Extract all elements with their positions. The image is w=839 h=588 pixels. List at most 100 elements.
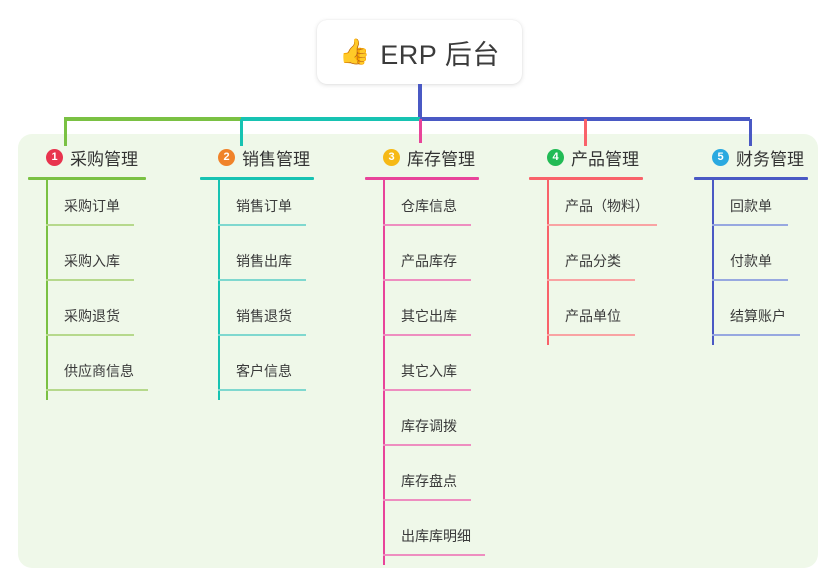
- branch-number-badge-sales: 2: [218, 148, 235, 166]
- leaf-label: 产品单位: [565, 308, 621, 324]
- leaf-node[interactable]: 付款单: [694, 235, 808, 290]
- leaf-label: 出库库明细: [401, 528, 471, 544]
- leaf-underline: [547, 279, 635, 281]
- leaf-underline: [46, 389, 148, 391]
- leaf-label: 供应商信息: [64, 363, 134, 379]
- drop-sales: [240, 119, 243, 146]
- branch-number-badge-product: 4: [547, 148, 564, 166]
- leaf-node[interactable]: 产品分类: [529, 235, 643, 290]
- leaf-underline: [383, 389, 471, 391]
- branch-items-inventory: 仓库信息产品库存其它出库其它入库库存调拨库存盘点出库库明细: [365, 180, 485, 565]
- drop-purchasing: [64, 119, 67, 146]
- branch-number-badge-purchasing: 1: [46, 148, 63, 166]
- branch-column-purchasing: 1 采购管理采购订单采购入库采购退货供应商信息: [28, 144, 148, 400]
- branch-title-finance: 财务管理: [736, 149, 804, 169]
- root-node-title: ERP 后台: [380, 39, 500, 70]
- branch-spine-inventory: [383, 180, 385, 565]
- leaf-underline: [383, 224, 471, 226]
- leaf-label: 产品（物料）: [565, 198, 649, 214]
- leaf-underline: [383, 334, 471, 336]
- branch-column-finance: 5 财务管理回款单付款单结算账户: [694, 144, 808, 345]
- branch-title-product: 产品管理: [571, 149, 639, 169]
- leaf-node[interactable]: 库存盘点: [365, 455, 479, 510]
- leaf-label: 付款单: [730, 253, 772, 269]
- leaf-label: 结算账户: [730, 308, 786, 324]
- leaf-underline: [383, 554, 485, 556]
- leaf-underline: [712, 334, 800, 336]
- leaf-underline: [547, 334, 635, 336]
- leaf-underline: [46, 279, 134, 281]
- leaf-label: 其它出库: [401, 308, 457, 324]
- branch-title-purchasing: 采购管理: [70, 149, 138, 169]
- branch-items-finance: 回款单付款单结算账户: [694, 180, 808, 345]
- leaf-underline: [46, 334, 134, 336]
- root-stem-connector: [418, 84, 422, 120]
- branch-title-sales: 销售管理: [242, 149, 310, 169]
- branch-items-purchasing: 采购订单采购入库采购退货供应商信息: [28, 180, 148, 400]
- diagram-background-panel: [18, 134, 818, 568]
- leaf-node[interactable]: 回款单: [694, 180, 808, 235]
- branch-header-rule-purchasing: [28, 177, 146, 180]
- root-node-erp-backend[interactable]: 👍 ERP 后台: [317, 20, 522, 84]
- leaf-node[interactable]: 产品（物料）: [529, 180, 657, 235]
- branch-column-sales: 2 销售管理销售订单销售出库销售退货客户信息: [200, 144, 314, 400]
- leaf-label: 销售出库: [236, 253, 292, 269]
- branch-header-rule-inventory: [365, 177, 479, 180]
- branch-items-sales: 销售订单销售出库销售退货客户信息: [200, 180, 314, 400]
- leaf-node[interactable]: 客户信息: [200, 345, 314, 400]
- leaf-node[interactable]: 结算账户: [694, 290, 808, 345]
- leaf-node[interactable]: 出库库明细: [365, 510, 485, 565]
- leaf-label: 回款单: [730, 198, 772, 214]
- leaf-underline: [46, 224, 134, 226]
- leaf-label: 其它入库: [401, 363, 457, 379]
- leaf-node[interactable]: 仓库信息: [365, 180, 479, 235]
- leaf-label: 库存盘点: [401, 473, 457, 489]
- leaf-node[interactable]: 采购订单: [28, 180, 146, 235]
- leaf-underline: [383, 444, 471, 446]
- branch-column-product: 4 产品管理产品（物料） 产品分类产品单位: [529, 144, 657, 345]
- leaf-node[interactable]: 产品库存: [365, 235, 479, 290]
- leaf-node[interactable]: 采购入库: [28, 235, 146, 290]
- leaf-node[interactable]: 采购退货: [28, 290, 146, 345]
- branch-header-rule-product: [529, 177, 643, 180]
- leaf-node[interactable]: 销售退货: [200, 290, 314, 345]
- leaf-label: 采购入库: [64, 253, 120, 269]
- leaf-underline: [712, 224, 788, 226]
- leaf-label: 库存调拨: [401, 418, 457, 434]
- leaf-node[interactable]: 销售出库: [200, 235, 314, 290]
- leaf-underline: [383, 499, 471, 501]
- drop-finance: [749, 119, 752, 146]
- bar-segment-green: [64, 117, 241, 121]
- leaf-underline: [547, 224, 657, 226]
- leaf-node[interactable]: 其它入库: [365, 345, 479, 400]
- branch-spine-sales: [218, 180, 220, 400]
- leaf-underline: [218, 334, 306, 336]
- leaf-underline: [218, 389, 306, 391]
- leaf-label: 客户信息: [236, 363, 292, 379]
- bar-segment-teal: [241, 117, 420, 121]
- leaf-node[interactable]: 供应商信息: [28, 345, 148, 400]
- branch-spine-finance: [712, 180, 714, 345]
- drop-product: [584, 119, 587, 146]
- branch-spine-purchasing: [46, 180, 48, 400]
- thumbs-up-icon: 👍: [339, 37, 371, 66]
- branch-header-product[interactable]: 4 产品管理: [529, 144, 643, 170]
- branch-header-purchasing[interactable]: 1 采购管理: [28, 144, 146, 170]
- branch-header-finance[interactable]: 5 财务管理: [694, 144, 808, 170]
- leaf-underline: [712, 279, 788, 281]
- leaf-node[interactable]: 产品单位: [529, 290, 643, 345]
- branch-number-badge-finance: 5: [712, 148, 729, 166]
- leaf-label: 销售订单: [236, 198, 292, 214]
- branch-header-sales[interactable]: 2 销售管理: [200, 144, 314, 170]
- branch-header-rule-finance: [694, 177, 808, 180]
- leaf-node[interactable]: 其它出库: [365, 290, 479, 345]
- leaf-node[interactable]: 库存调拨: [365, 400, 479, 455]
- leaf-underline: [218, 279, 306, 281]
- leaf-label: 采购订单: [64, 198, 120, 214]
- leaf-node[interactable]: 销售订单: [200, 180, 314, 235]
- leaf-label: 产品库存: [401, 253, 457, 269]
- leaf-underline: [218, 224, 306, 226]
- drop-inventory: [419, 119, 422, 143]
